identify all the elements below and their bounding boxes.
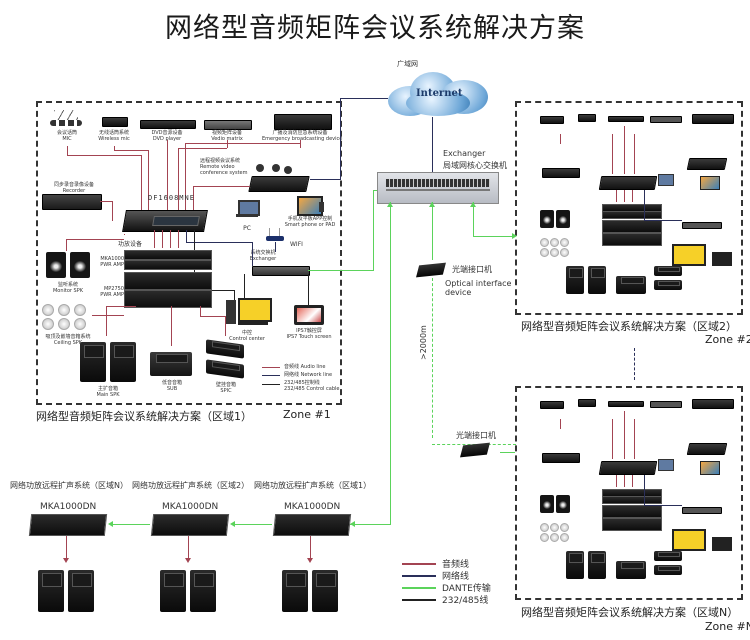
remote-amp-model-2: MKA1000DN: [162, 502, 219, 512]
zone1-caption-en: Zone #1: [283, 408, 331, 421]
control-center-icon: [226, 298, 272, 326]
main-speaker-left: [80, 342, 106, 382]
wifi-label: WIFI: [290, 241, 303, 248]
zone2-caption-en: Zone #2: [705, 333, 750, 346]
optical-bottom-cn: 光端接口机: [456, 431, 496, 440]
remote-speaker-2-left: [160, 570, 186, 612]
video-conference-icon: [248, 164, 310, 194]
smart-phone-pad-icon: [297, 196, 325, 216]
recorder-icon: [42, 194, 102, 210]
ceiling-speakers-icon: [40, 304, 90, 332]
monitor-speaker-left: [46, 252, 66, 278]
optical-device-top-icon: [416, 262, 446, 278]
zone2-caption: 网络型音频矩阵会议系统解决方案（区域2）: [521, 320, 737, 333]
internet-label: Internet: [416, 88, 463, 99]
remote-amp-model-1: MKA1000DN: [284, 502, 341, 512]
zone1-dante-link: [308, 270, 373, 271]
remote-amp-title-N: 网络功放远程扩声系统（区域N）: [10, 481, 128, 490]
mka1000-amp-1: [124, 250, 212, 260]
optical-top-cn: 光端接口机: [452, 265, 492, 274]
audio-matrix-icon: [122, 210, 208, 232]
zoneN-mini-diagram: [520, 391, 736, 591]
remote-speaker-N-right: [68, 570, 94, 612]
system-exchanger-icon: [252, 266, 310, 276]
vedio-matrix-icon: [204, 120, 252, 130]
mp2750-amp-1: [124, 272, 212, 290]
remote-amp-title-2: 网络功放远程扩声系统（区域2）: [132, 481, 250, 490]
zoneN-caption: 网络型音频矩阵会议系统解决方案（区域N）: [521, 606, 739, 619]
mka1000-amp-2: [124, 260, 212, 270]
core-switch-icon: [377, 172, 499, 204]
pc-label: PC: [243, 225, 251, 232]
zone2-box: [515, 101, 743, 315]
main-speaker-right: [110, 342, 136, 382]
remote-speaker-1-left: [282, 570, 308, 612]
remote-amp-2-icon: [150, 514, 230, 536]
remote-dante-link: [390, 224, 391, 524]
sub-speaker: [150, 352, 192, 376]
remote-amp-N-icon: [28, 514, 108, 536]
remote-speaker-N-left: [38, 570, 64, 612]
zone1-box: [36, 101, 342, 405]
core-switch-cn: 局域网核心交换机: [443, 161, 507, 170]
optical-device-bottom-icon: [460, 442, 490, 458]
touch-screen-icon: [294, 305, 324, 325]
fiber-link: [432, 278, 433, 438]
page-title: 网络型音频矩阵会议系统解决方案: [165, 13, 585, 44]
wifi-router-icon: [266, 228, 284, 242]
dvd-player-icon: [140, 120, 196, 129]
emergency-device-icon: [274, 114, 332, 130]
remote-speaker-1-right: [312, 570, 338, 612]
remote-amp-title-1: 网络功放远程扩声系统（区域1）: [254, 481, 372, 490]
mp2750-amp-2: [124, 290, 212, 308]
wireless-mic-icon: [102, 117, 128, 127]
zone1-caption: 网络型音频矩阵会议系统解决方案（区域1）: [36, 410, 252, 423]
distance-label: >2000m: [419, 325, 428, 360]
zoneN-caption-en: Zone #N: [705, 620, 750, 633]
remote-amp-model-N: MKA1000DN: [40, 502, 97, 512]
zoneN-box: [515, 386, 743, 600]
pc-icon: [236, 200, 260, 218]
core-switch-en: Exchanger: [443, 149, 486, 158]
monitor-speaker-right: [70, 252, 90, 278]
remote-speaker-2-right: [190, 570, 216, 612]
mic-icon: [48, 108, 84, 128]
optical-top-en2: device: [445, 288, 472, 297]
zone2-mini-diagram: [520, 106, 736, 306]
matrix-model-label: DF1608MNE: [148, 194, 195, 202]
internet-switch-link: [432, 117, 433, 172]
remote-amp-1-icon: [272, 514, 352, 536]
internet-cloud-icon: Internet: [388, 72, 488, 117]
optical-top-en1: Optical interface: [445, 279, 512, 288]
amp-group-label: 功放设备: [118, 241, 143, 248]
wan-label: 广域网: [397, 60, 418, 68]
